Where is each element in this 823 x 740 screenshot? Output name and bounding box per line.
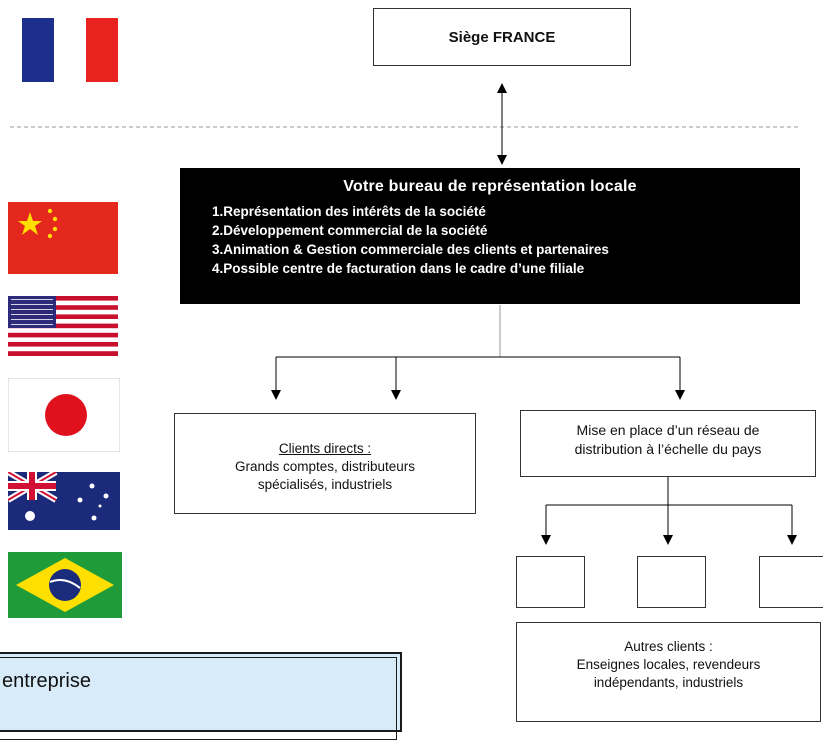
note-panel: entreprise — [0, 652, 402, 740]
brazil-flag — [8, 552, 122, 618]
other-clients-title: Autres clients : — [624, 639, 713, 654]
list-item: 3.Animation & Gestion commerciale des cl… — [212, 242, 609, 257]
direct-clients-title: Clients directs : — [278, 441, 372, 456]
reseller-box-1 — [516, 556, 585, 608]
representation-box: Votre bureau de représentation locale 1.… — [180, 168, 800, 304]
france-flag — [22, 18, 118, 82]
headquarters-box: Siège FRANCE — [373, 8, 631, 66]
china-flag — [8, 202, 118, 274]
list-item: 1.Représentation des intérêts de la soci… — [212, 204, 486, 219]
list-item: 2.Développement commercial de la société — [212, 223, 488, 238]
other-clients-line1: Enseignes locales, revendeurs — [576, 657, 761, 672]
japan-flag — [8, 378, 120, 452]
network-box: Mise en place d’un réseau de distributio… — [520, 410, 816, 477]
representation-title: Votre bureau de représentation locale — [343, 178, 637, 195]
network-line1: Mise en place d’un réseau de — [576, 422, 760, 438]
other-clients-line2: indépendants, industriels — [593, 675, 744, 690]
list-item: 4.Possible centre de facturation dans le… — [212, 261, 585, 276]
usa-flag — [8, 296, 118, 356]
note-text: entreprise — [2, 670, 91, 692]
direct-clients-line2: spécialisés, industriels — [257, 477, 393, 492]
other-clients-box: Autres clients : Enseignes locales, reve… — [516, 622, 821, 722]
reseller-box-3 — [759, 556, 823, 608]
direct-clients-box: Clients directs : Grands comptes, distri… — [174, 413, 476, 514]
headquarters-label: Siège FRANCE — [448, 28, 556, 46]
connector-lines — [10, 83, 800, 545]
direct-clients-line1: Grands comptes, distributeurs — [234, 459, 416, 474]
reseller-box-2 — [637, 556, 706, 608]
representation-list: 1.Représentation des intérêts de la soci… — [212, 202, 800, 278]
australia-flag — [8, 472, 120, 530]
network-line2: distribution à l’échelle du pays — [574, 441, 762, 457]
